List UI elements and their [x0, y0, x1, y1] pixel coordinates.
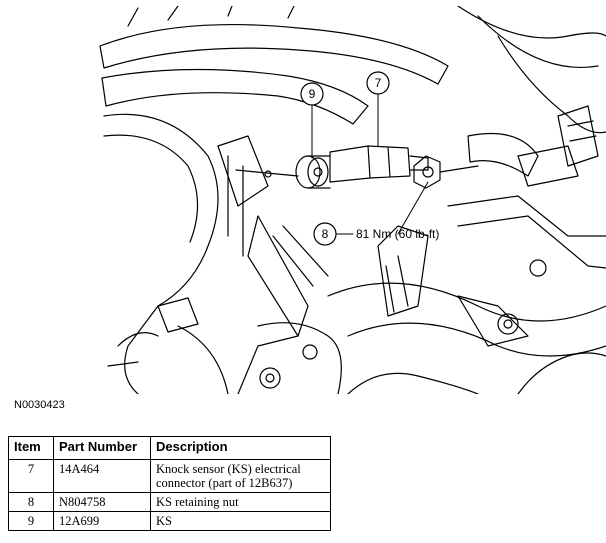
- connector-shape: [329, 145, 429, 183]
- torque-spec: 81 Nm (60 lb-ft): [356, 227, 439, 241]
- cell-part-number: 12A699: [53, 511, 151, 531]
- header-item: Item: [8, 436, 54, 460]
- table-row: 7 14A464 Knock sensor (KS) electrical co…: [8, 459, 331, 493]
- retaining-nut-shape: [413, 155, 441, 189]
- callout-9-circle: [300, 82, 324, 106]
- cell-item: 7: [8, 459, 54, 493]
- intake-tube: [99, 23, 449, 85]
- stud: [235, 169, 299, 177]
- callout-7-label: 7: [375, 76, 382, 90]
- cell-description: Knock sensor (KS) electrical connector (…: [150, 459, 331, 493]
- table-header-row: Item Part Number Description: [8, 436, 331, 460]
- header-description: Description: [150, 436, 331, 460]
- engine-illustration: 9 7 8 81 Nm (60 lb-ft): [99, 6, 606, 394]
- callout-8-circle: [313, 222, 337, 246]
- callout-8-label: 8: [322, 227, 329, 241]
- cell-part-number: 14A464: [53, 459, 151, 493]
- callout-7-circle: [366, 71, 390, 95]
- cell-item: 8: [8, 492, 54, 512]
- cell-description: KS: [150, 511, 331, 531]
- cell-part-number: N804758: [53, 492, 151, 512]
- callout-9-label: 9: [309, 87, 316, 101]
- knock-sensor-shape: [295, 155, 331, 189]
- table-row: 9 12A699 KS: [8, 511, 331, 531]
- intake-tube: [101, 68, 369, 125]
- cell-item: 9: [8, 511, 54, 531]
- cell-description: KS retaining nut: [150, 492, 331, 512]
- header-part-number: Part Number: [53, 436, 151, 460]
- figure-id: N0030423: [14, 399, 65, 411]
- engine-block-curve: [103, 113, 219, 394]
- table-row: 8 N804758 KS retaining nut: [8, 492, 331, 512]
- parts-table: Item Part Number Description 7 14A464 Kn…: [8, 436, 331, 531]
